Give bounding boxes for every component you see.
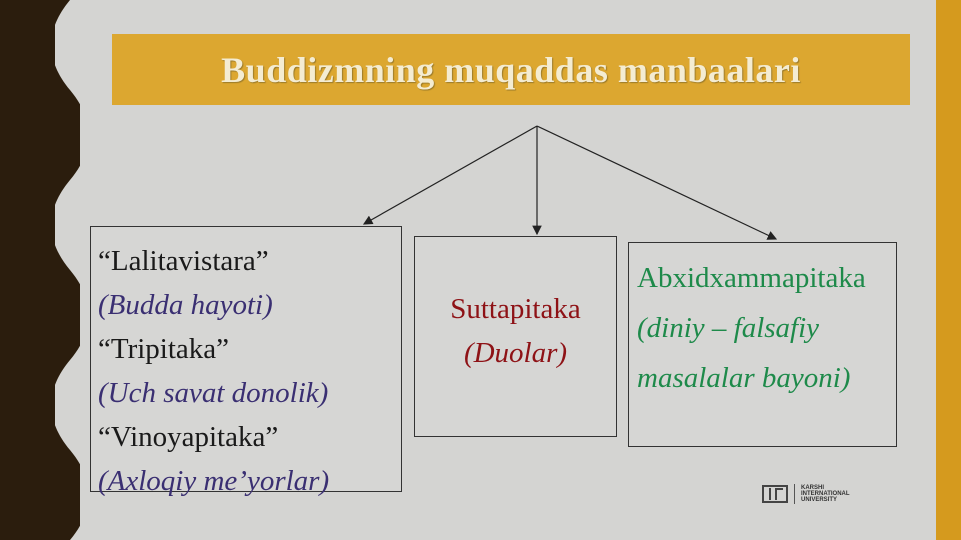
middle-sources-box: Suttapitaka (Duolar) (414, 236, 617, 437)
abxidxammapitaka-description-line1: (diniy – falsafiy (637, 312, 820, 344)
lalitavistara-description: (Budda hayoti) (98, 289, 273, 321)
suttapitaka-label: Suttapitaka (450, 293, 581, 325)
slide-title: Buddizmning muqaddas manbaalari (221, 49, 801, 90)
tripitaka-label: “Tripitaka” (98, 333, 230, 365)
logo-divider (794, 484, 795, 504)
logo-line-2: INTERNATIONAL (801, 491, 850, 497)
left-sources-box: “Lalitavistara” (Budda hayoti) “Tripitak… (90, 226, 402, 497)
arrow-to-left-box (362, 125, 538, 225)
vinoyapitaka-description: (Axloqiy me’yorlar) (98, 465, 330, 497)
vinoyapitaka-label: “Vinoyapitaka” (98, 421, 279, 453)
lalitavistara-label: “Lalitavistara” (98, 245, 269, 277)
right-accent-bar (936, 0, 961, 540)
abxidxammapitaka-description-line2: masalalar bayoni) (637, 362, 851, 394)
university-logo-text: KARSHI INTERNATIONAL UNIVERSITY (801, 485, 850, 503)
university-logo-icon (762, 485, 788, 503)
arrow-to-right-box (536, 125, 778, 240)
wavy-edge (0, 0, 80, 540)
logo-line-3: UNIVERSITY (801, 497, 838, 503)
abxidxammapitaka-label: Abxidxammapitaka (637, 262, 866, 294)
right-sources-box: Abxidxammapitaka (diniy – falsafiy masal… (628, 242, 897, 447)
title-band: Buddizmning muqaddas manbaalari (112, 34, 910, 105)
tripitaka-description: (Uch savat donolik) (98, 377, 329, 409)
suttapitaka-description: (Duolar) (463, 337, 568, 369)
university-logo: KARSHI INTERNATIONAL UNIVERSITY (762, 484, 850, 504)
logo-line-1: KARSHI (801, 485, 825, 491)
